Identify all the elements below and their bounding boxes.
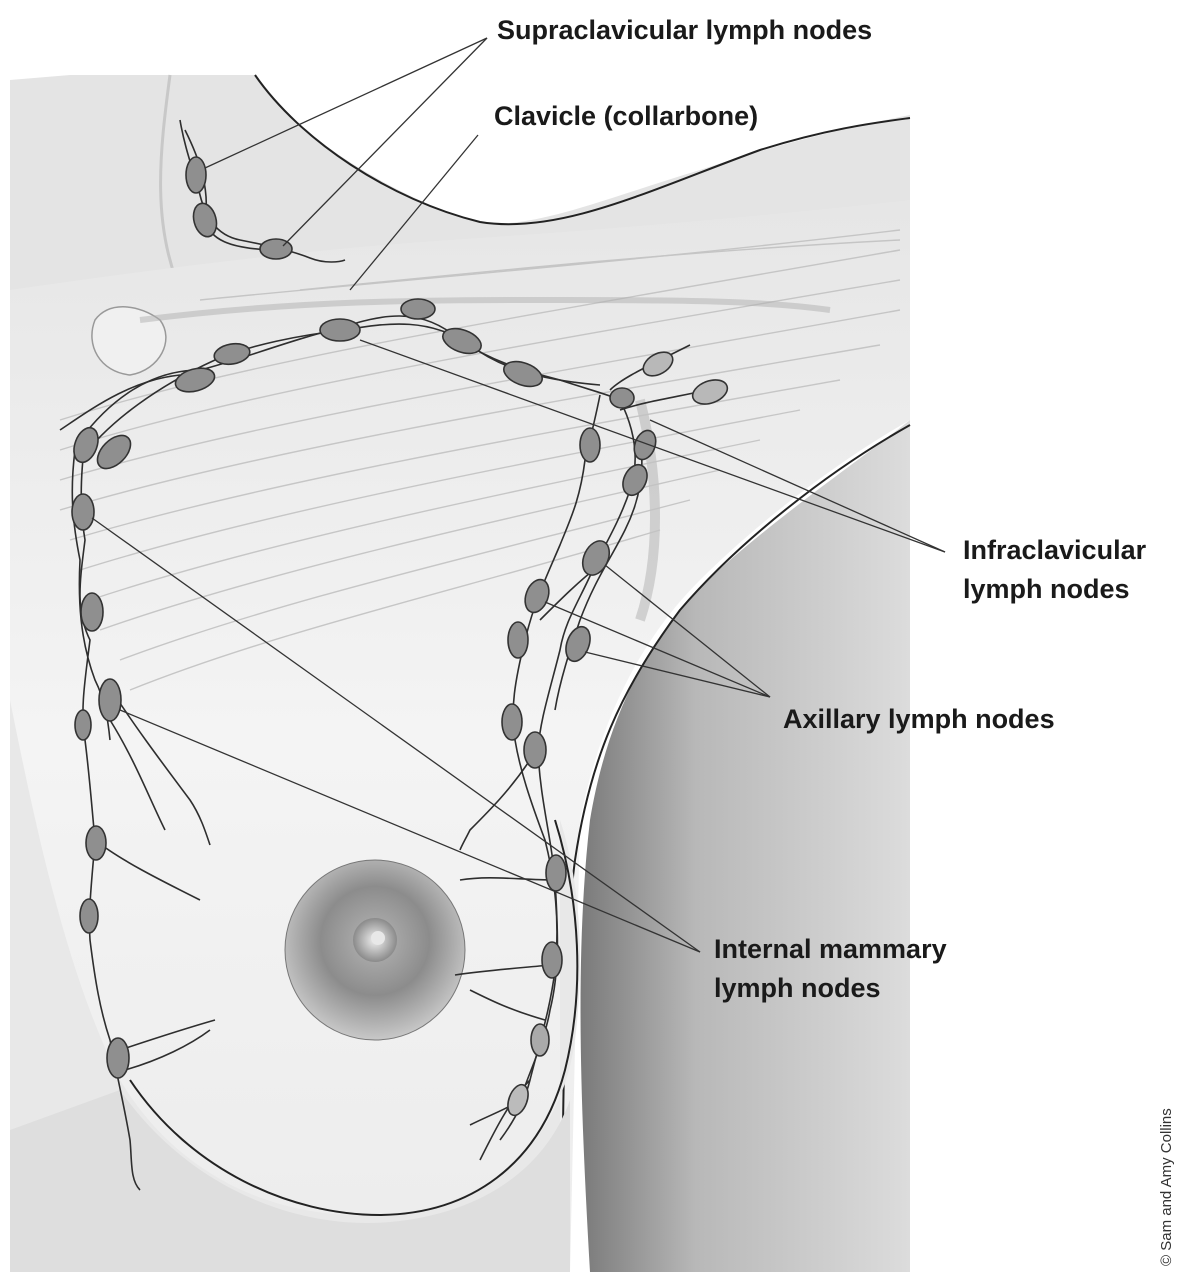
internal-mammary-node xyxy=(107,1038,129,1078)
internal-mammary-node xyxy=(80,899,98,933)
axillary-label: Axillary lymph nodes xyxy=(783,699,1055,739)
internal-mammary-node xyxy=(72,494,94,530)
axillary-node xyxy=(542,942,562,978)
axillary-node xyxy=(508,622,528,658)
internal-mammary-node xyxy=(75,710,91,740)
internal-mammary-node xyxy=(99,679,121,721)
copyright-credit: © Sam and Amy Collins xyxy=(1158,1108,1175,1266)
supraclavicular-node xyxy=(186,157,206,193)
infraclavicular-node xyxy=(320,319,360,341)
axillary-node xyxy=(580,428,600,462)
axillary-node xyxy=(531,1024,549,1056)
internal-mammary-node xyxy=(81,593,103,631)
supraclavicular-label: Supraclavicular lymph nodes xyxy=(497,10,872,50)
infraclavicular-node xyxy=(401,299,435,319)
infraclavicular-label-line2: lymph nodes xyxy=(963,569,1130,609)
internal-mammary-label-line2: lymph nodes xyxy=(714,968,881,1008)
clavicle-label: Clavicle (collarbone) xyxy=(494,96,758,136)
infraclavicular-label-line1: Infraclavicular xyxy=(963,530,1146,570)
internal-mammary-node xyxy=(86,826,106,860)
axillary-node xyxy=(546,855,566,891)
nipple-center xyxy=(371,931,385,945)
internal-mammary-label-line1: Internal mammary xyxy=(714,929,947,969)
axillary-node xyxy=(610,388,634,408)
axillary-node xyxy=(524,732,546,768)
axillary-node xyxy=(502,704,522,740)
